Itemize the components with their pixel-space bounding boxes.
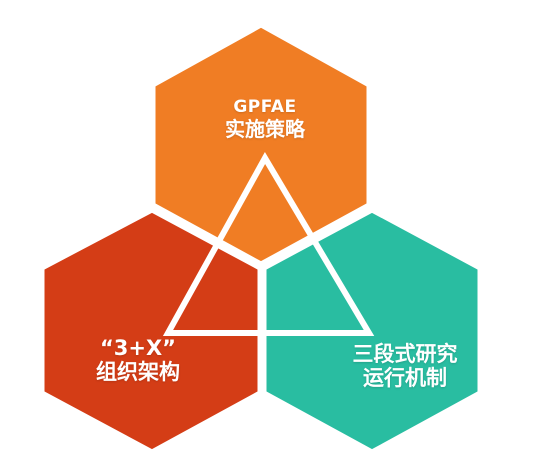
left-node-title: “3+X” (99, 336, 176, 360)
top-node-subtitle: 实施策略 (225, 116, 305, 141)
left-node-label: “3+X” 组织架构 (68, 336, 208, 384)
top-hexagon (150, 22, 372, 267)
top-node-title: GPFAE (233, 97, 297, 117)
center-triangle (162, 151, 375, 336)
right-hexagon (261, 207, 483, 455)
top-node-label: GPFAE 实施策略 (195, 97, 335, 141)
right-node-label: 三段式研究 运行机制 (320, 342, 490, 390)
right-node-title: 三段式研究 (352, 342, 458, 366)
left-node-subtitle: 组织架构 (96, 360, 180, 385)
right-node-subtitle: 运行机制 (363, 366, 447, 391)
